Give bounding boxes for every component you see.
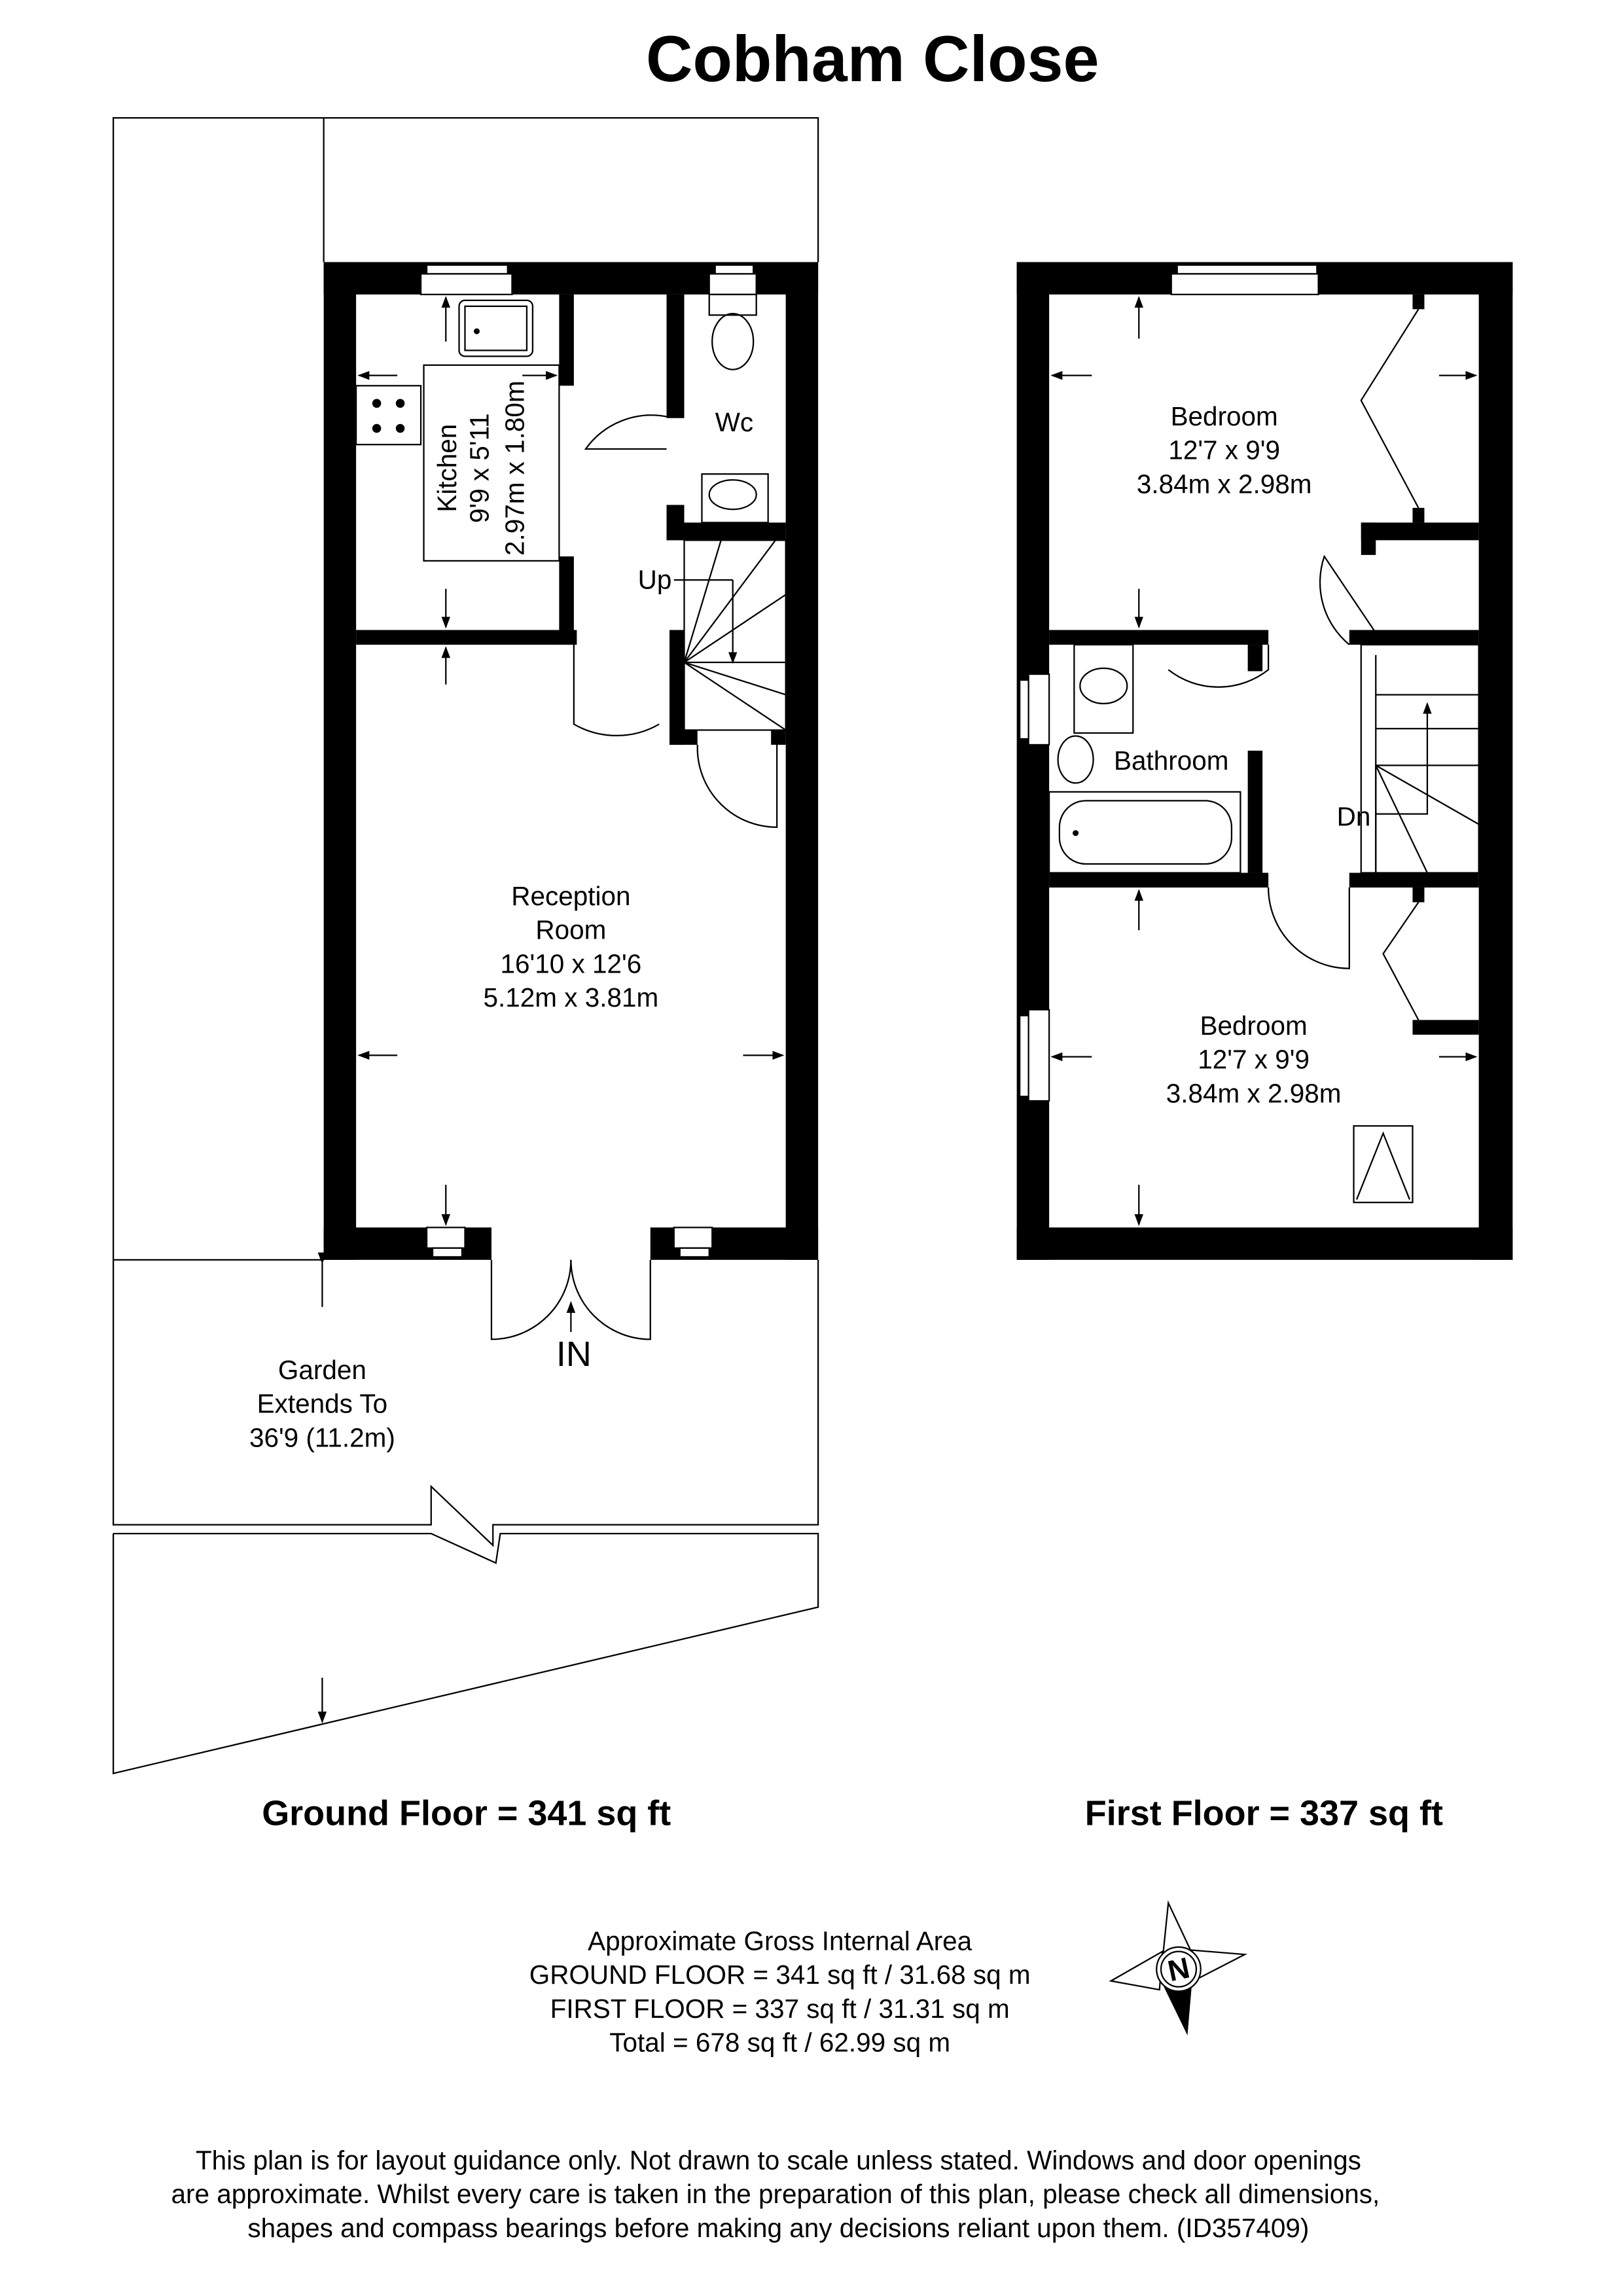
page-title: Cobham Close <box>646 22 1099 95</box>
garden-label: Garden Extends To 36'9 (11.2m) <box>249 1355 395 1452</box>
ground-stairs: Up <box>638 539 787 731</box>
first-doors <box>1168 554 1377 969</box>
bath-basin-icon <box>1057 735 1094 784</box>
svg-text:12'7 x 9'9: 12'7 x 9'9 <box>1168 435 1280 465</box>
first-stairs: Dn <box>1337 643 1480 874</box>
first-floor-windows <box>1019 264 1319 1102</box>
wc-basin-icon <box>701 473 769 524</box>
bathtub-icon <box>1048 791 1241 874</box>
bath-toilet-icon <box>1079 667 1128 705</box>
svg-text:Extends To: Extends To <box>257 1389 387 1419</box>
svg-text:2.97m x 1.80m: 2.97m x 1.80m <box>499 380 529 556</box>
svg-text:3.84m x 2.98m: 3.84m x 2.98m <box>1166 1078 1342 1108</box>
stairs-up-label: Up <box>638 565 672 595</box>
wardrobe-doors <box>1360 308 1419 1020</box>
svg-text:are approximate. Whilst every: are approximate. Whilst every care is ta… <box>171 2179 1380 2209</box>
hob-icon <box>355 385 422 446</box>
svg-text:Bedroom: Bedroom <box>1171 401 1278 431</box>
svg-text:Kitchen: Kitchen <box>432 424 462 512</box>
svg-text:This plan is for layout guidan: This plan is for layout guidance only. N… <box>196 2145 1361 2175</box>
kitchen-label: Kitchen 9'9 x 5'11 2.97m x 1.80m <box>432 380 529 556</box>
bedroom-2-label: Bedroom 12'7 x 9'9 3.84m x 2.98m <box>1166 1011 1342 1108</box>
first-floor-area-label: First Floor = 337 sq ft <box>1085 1793 1443 1833</box>
svg-text:Total = 678 sq ft / 62.99 sq m: Total = 678 sq ft / 62.99 sq m <box>609 2028 950 2058</box>
bedroom-1-label: Bedroom 12'7 x 9'9 3.84m x 2.98m <box>1137 401 1312 499</box>
ground-dimension-arrows <box>357 296 785 1227</box>
svg-text:12'7 x 9'9: 12'7 x 9'9 <box>1198 1045 1310 1075</box>
north-compass-icon: N <box>1109 1900 1248 2036</box>
svg-text:16'10 x 12'6: 16'10 x 12'6 <box>501 948 642 978</box>
bathroom-fixtures <box>1048 643 1241 874</box>
svg-text:Garden: Garden <box>278 1355 366 1385</box>
svg-text:9'9 x 5'11: 9'9 x 5'11 <box>464 413 494 523</box>
svg-text:FIRST FLOOR = 337 sq ft / 31.3: FIRST FLOOR = 337 sq ft / 31.31 sq m <box>550 1994 1010 2024</box>
kitchen-worktop <box>423 364 560 562</box>
reception-label: Reception Room 16'10 x 12'6 5.12m x 3.81… <box>484 881 659 1013</box>
toilet-icon <box>708 293 757 370</box>
svg-text:36'9 (11.2m): 36'9 (11.2m) <box>249 1422 395 1452</box>
disclaimer: This plan is for layout guidance only. N… <box>171 2145 1380 2242</box>
loft-hatch <box>1353 1125 1414 1204</box>
first-dimension-arrows <box>1050 296 1478 1227</box>
svg-text:GROUND FLOOR = 341 sq ft / 31.: GROUND FLOOR = 341 sq ft / 31.68 sq m <box>529 1960 1031 1990</box>
bathroom-label: Bathroom <box>1114 745 1228 776</box>
wc-label: Wc <box>715 407 753 437</box>
garden-outline <box>113 117 819 1774</box>
svg-text:Approximate Gross Internal Are: Approximate Gross Internal Area <box>588 1926 972 1956</box>
svg-text:Bedroom: Bedroom <box>1200 1011 1308 1041</box>
ground-doors <box>490 414 778 1340</box>
svg-text:5.12m x 3.81m: 5.12m x 3.81m <box>484 982 659 1013</box>
svg-text:3.84m x 2.98m: 3.84m x 2.98m <box>1137 469 1312 499</box>
stairs-down-label: Dn <box>1337 802 1371 832</box>
area-summary: Approximate Gross Internal Area GROUND F… <box>529 1926 1031 2057</box>
svg-text:shapes and compass bearings be: shapes and compass bearings before makin… <box>247 2213 1309 2243</box>
ground-floor-area-label: Ground Floor = 341 sq ft <box>262 1793 671 1833</box>
kitchen-sink-icon <box>458 299 534 357</box>
svg-text:Reception: Reception <box>511 881 630 911</box>
entrance-label: IN <box>556 1335 592 1374</box>
svg-text:Room: Room <box>535 915 606 945</box>
